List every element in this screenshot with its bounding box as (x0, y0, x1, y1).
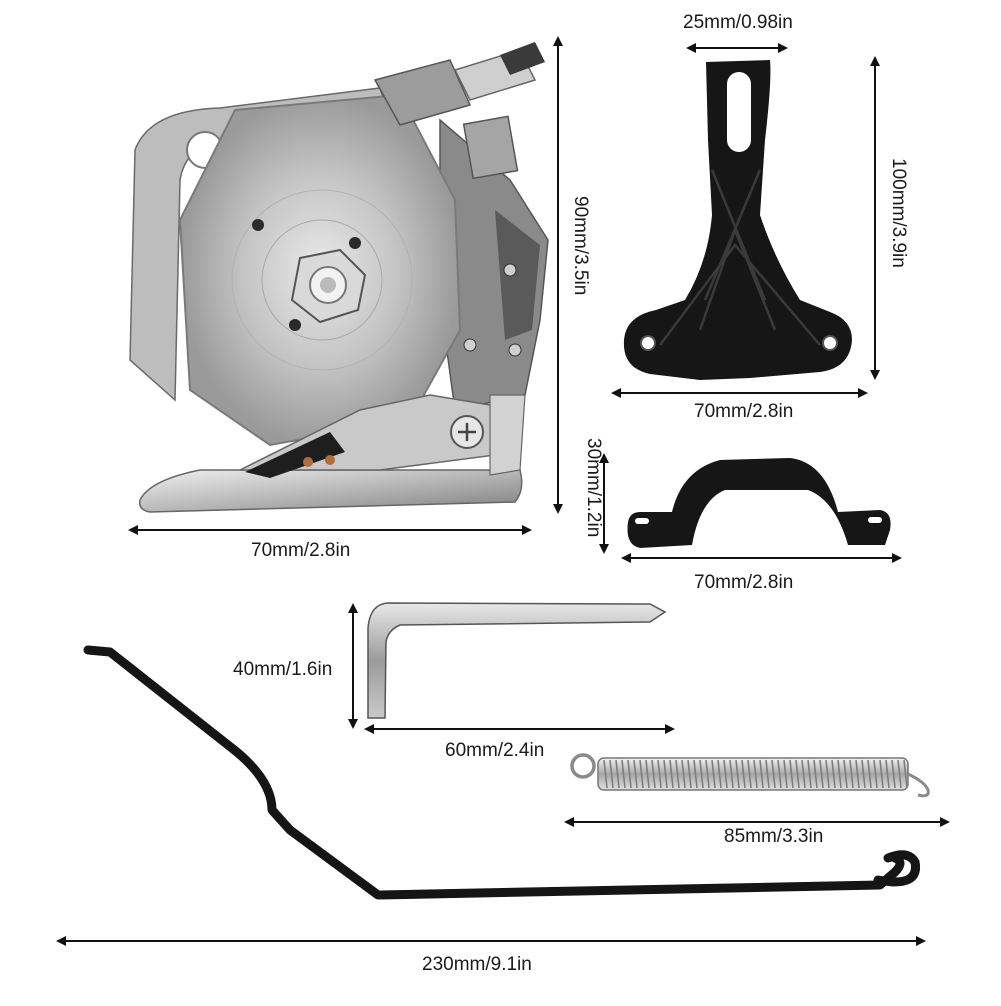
spring-coil (687, 759, 692, 789)
spring-coil (783, 759, 788, 789)
spring-coil (837, 759, 842, 789)
spring-coil (813, 759, 818, 789)
spring-coil (843, 759, 848, 789)
clamp-bracket (627, 458, 891, 548)
spring-coil (867, 759, 872, 789)
label-handle-top-width: 25mm/0.98in (683, 12, 793, 33)
label-clamp-width: 70mm/2.8in (694, 572, 794, 593)
spring-coil (663, 759, 668, 789)
label-lever-length: 230mm/9.1in (422, 954, 532, 975)
label-cutter-height: 90mm/3.5in (570, 196, 591, 296)
label-handle-height: 100mm/3.9in (888, 158, 909, 268)
spring-coil (675, 759, 680, 789)
spring-coil (723, 759, 728, 789)
spring-coil (651, 759, 656, 789)
label-wrench-width: 60mm/2.4in (445, 740, 545, 761)
label-cutter-width: 70mm/2.8in (251, 540, 351, 561)
spring-coil (627, 759, 632, 789)
spring-coil (753, 759, 758, 789)
spring-coil (705, 759, 710, 789)
spring-coil (669, 759, 674, 789)
spring-coil (711, 759, 716, 789)
spring-coil (633, 759, 638, 789)
spring-coil (699, 759, 704, 789)
spring-coil (777, 759, 782, 789)
spring-coil (729, 759, 734, 789)
spring-coil (819, 759, 824, 789)
cutter-head (129, 42, 549, 513)
spring-coil (771, 759, 776, 789)
spring-coil (855, 759, 860, 789)
lever-rod (83, 645, 920, 900)
spring-coil (735, 759, 740, 789)
spring-coil (681, 759, 686, 789)
spring-coil (741, 759, 746, 789)
spring-coil (609, 759, 614, 789)
spring-coil (759, 759, 764, 789)
dimension-lines (56, 36, 950, 946)
spring-coil (789, 759, 794, 789)
spring-coil (657, 759, 662, 789)
spring-coil (801, 759, 806, 789)
spring-coil (885, 759, 890, 789)
spring-coil (645, 759, 650, 789)
spring-coil (795, 759, 800, 789)
spring-coil (825, 759, 830, 789)
spring-coil (621, 759, 626, 789)
label-handle-base-width: 70mm/2.8in (694, 401, 794, 422)
spring-coil (879, 759, 884, 789)
spring-coil (903, 759, 908, 789)
allen-wrench (367, 602, 667, 719)
spring-coil (717, 759, 722, 789)
spring-coil (873, 759, 878, 789)
spring-coil (603, 759, 608, 789)
tension-spring (570, 753, 930, 798)
spring-coil (693, 759, 698, 789)
spring-coil (897, 759, 902, 789)
spring-coil (615, 759, 620, 789)
spring-coil (891, 759, 896, 789)
label-clamp-height: 30mm/1.2in (583, 438, 604, 538)
spring-coil (849, 759, 854, 789)
spring-coil (831, 759, 836, 789)
spring-coil (807, 759, 812, 789)
handle-bracket (623, 60, 852, 380)
spring-coil (765, 759, 770, 789)
spring-coil (747, 759, 752, 789)
label-wrench-height: 40mm/1.6in (233, 659, 333, 680)
label-spring-length: 85mm/3.3in (724, 826, 824, 847)
spring-coil (639, 759, 644, 789)
spring-coil (861, 759, 866, 789)
